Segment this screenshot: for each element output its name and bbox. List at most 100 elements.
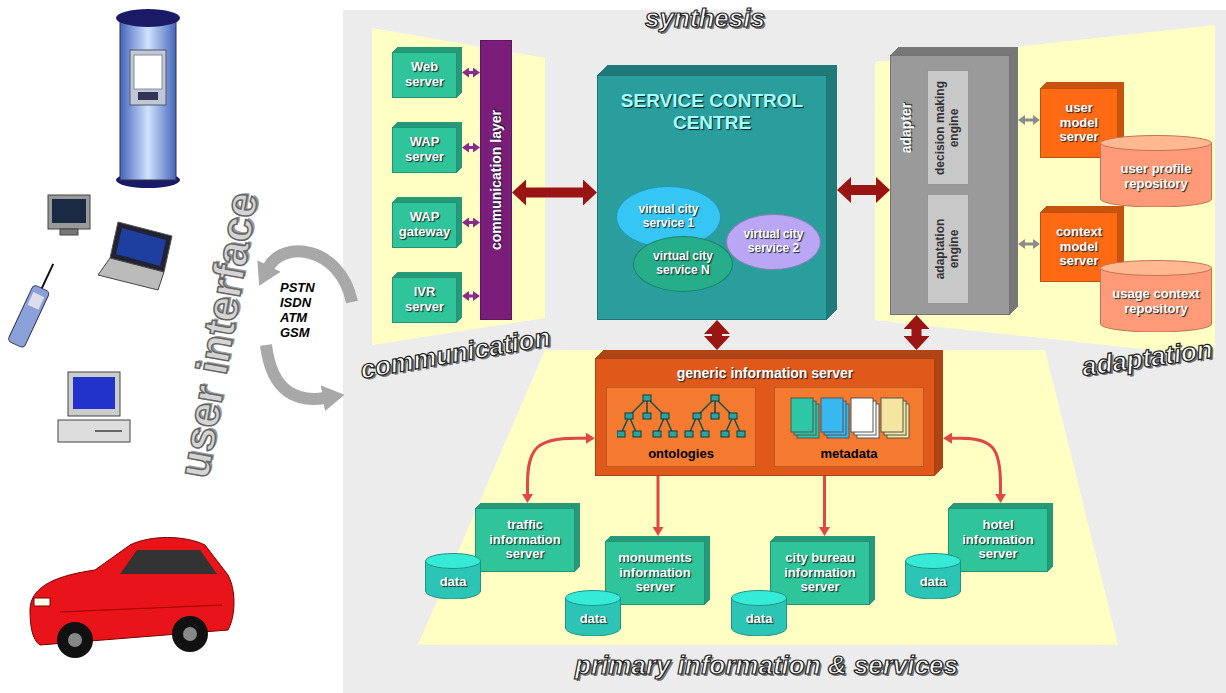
section-label: primary information & services — [575, 650, 958, 681]
network-label: PSTN — [280, 280, 315, 295]
ontology-icon — [643, 413, 651, 419]
kiosk-illustration — [116, 9, 180, 188]
node-label: usage context repository — [1104, 287, 1208, 317]
laptop-illustration — [98, 258, 164, 290]
cylinder-outline — [906, 554, 961, 569]
node-label: data — [580, 612, 607, 627]
car-illustration — [57, 622, 93, 658]
connector-arrow — [469, 295, 473, 298]
server-box: WAP server — [392, 127, 457, 173]
ontology-icon — [617, 431, 625, 437]
repository-cylinder: user profile repository — [1100, 135, 1212, 207]
section-label: synthesis — [645, 3, 765, 34]
node-label: IVR server — [397, 285, 452, 315]
network-arcs — [268, 251, 352, 302]
laptop-illustration — [98, 222, 172, 290]
connector-arrow — [526, 188, 583, 198]
pc-illustration — [58, 372, 130, 442]
information-zone — [418, 350, 1118, 645]
phone-illustration — [7, 260, 61, 348]
node-label: user model server — [1045, 101, 1113, 146]
node-label: metadata — [820, 447, 877, 462]
ontology-icon — [737, 431, 745, 437]
adapter-box: adapterdecision making engineadaptation … — [890, 55, 1010, 315]
node-label: WAP server — [397, 135, 452, 165]
node-label: data — [746, 612, 773, 627]
node-label: virtual city service 2 — [731, 228, 816, 256]
monitor-illustration — [48, 195, 90, 235]
network-label: ISDN — [280, 295, 311, 310]
kiosk-illustration — [120, 18, 176, 180]
ontology-icon — [721, 431, 729, 437]
metadata-icon — [791, 398, 813, 432]
node-label: adapter — [898, 68, 914, 188]
network-label: GSM — [280, 325, 310, 340]
monitor-illustration — [60, 229, 78, 235]
service-ellipse: virtual city service 2 — [726, 214, 821, 270]
node-label: WAP gateway — [397, 210, 452, 240]
server-box: traffic information server — [475, 508, 575, 572]
metadata-icon — [851, 398, 873, 432]
ontology-icon — [729, 413, 737, 419]
connector-arrow — [528, 438, 587, 494]
connector-arrow — [823, 476, 826, 527]
layer-bar: communication layer — [480, 40, 512, 320]
car-illustration — [120, 550, 217, 574]
adaptation-zone — [875, 25, 1215, 357]
connector-arrow — [1025, 119, 1033, 122]
data-cylinder: data — [905, 553, 961, 599]
pc-illustration — [58, 420, 130, 442]
connector-arrow — [469, 221, 473, 224]
connector-arrow — [469, 71, 473, 74]
connector-arrow — [851, 185, 876, 195]
network-arcs — [266, 345, 325, 399]
cylinder-outline — [1101, 136, 1212, 151]
car-illustration — [68, 633, 82, 647]
ontology-icon — [669, 431, 677, 437]
connector-arrow — [712, 334, 722, 336]
car-illustration — [183, 627, 197, 641]
server-box: Web server — [392, 52, 457, 98]
network-label: ATM — [280, 310, 307, 325]
monitor-illustration — [48, 195, 90, 229]
metadata-icon — [821, 398, 843, 432]
node-label: ontologies — [648, 447, 714, 462]
monitor-illustration — [52, 199, 86, 223]
network-arcs — [266, 251, 352, 399]
node-label: virtual city service 1 — [621, 203, 716, 231]
car-illustration — [30, 538, 234, 659]
ontology-icon — [617, 392, 747, 440]
metadata-icon — [881, 398, 903, 432]
ontology-icon — [693, 413, 701, 419]
ontology-icon — [685, 431, 693, 437]
communication-zone — [372, 28, 545, 345]
node-label: adaptation engine — [934, 199, 962, 299]
kiosk-illustration — [130, 50, 166, 105]
laptop-illustration — [116, 228, 166, 266]
connector-arrow — [912, 329, 922, 336]
cylinder-outline — [566, 591, 621, 606]
ontology-box: ontologies — [606, 387, 756, 467]
node-label: communication layer — [488, 45, 504, 315]
control-centre: SERVICE CONTROL CENTRE virtual city servi… — [597, 75, 827, 320]
node-label: virtual city service N — [638, 250, 728, 278]
data-cylinder: data — [425, 553, 481, 599]
data-cylinder: data — [565, 590, 621, 636]
node-label: traffic information server — [480, 518, 570, 563]
car-illustration — [34, 598, 50, 606]
node-label: hotel information server — [953, 518, 1043, 563]
server-box: IVR server — [392, 277, 457, 323]
gateway-box: WAP gateway — [392, 202, 457, 248]
metadata-box: metadata — [774, 387, 924, 467]
node-label: SERVICE CONTROL CENTRE — [602, 90, 822, 134]
ontology-icon — [643, 395, 651, 401]
node-label: data — [920, 575, 947, 590]
cylinder-outline — [1101, 261, 1212, 276]
back-panel — [343, 10, 1226, 693]
data-cylinder: data — [731, 590, 787, 636]
node-label: Web server — [397, 60, 452, 90]
ontology-icon — [625, 413, 633, 419]
car-illustration — [60, 605, 222, 612]
repository-cylinder: usage context repository — [1100, 260, 1212, 332]
